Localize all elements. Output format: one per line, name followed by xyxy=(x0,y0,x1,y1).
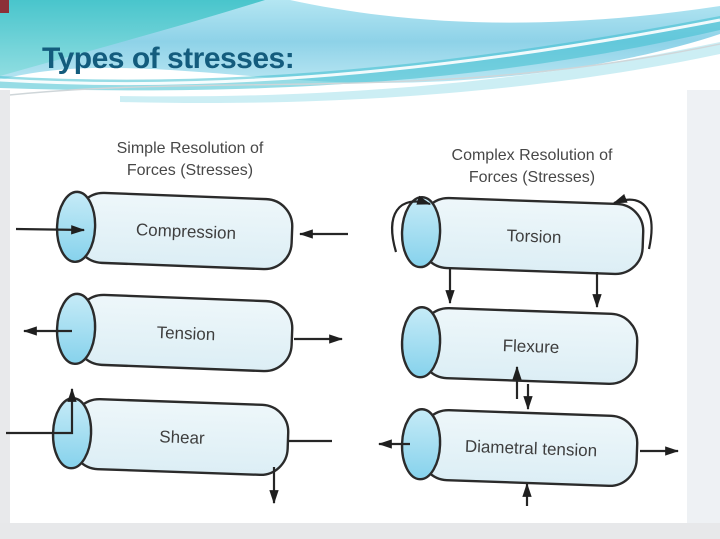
cylinder-shear: Shear xyxy=(6,387,332,505)
cylinder-label: Flexure xyxy=(502,336,559,357)
wave-light-echo xyxy=(120,42,720,104)
wave-turquoise-left xyxy=(0,0,265,76)
shear-upward-arrow-left-icon xyxy=(6,387,77,435)
cylinder-label: Compression xyxy=(136,220,237,243)
cylinder-diametral-tension: Diametral tension xyxy=(377,384,680,506)
page-title: Types of stresses: xyxy=(42,42,295,75)
wave-white-line xyxy=(0,18,720,86)
torsion-twist-arrow-right-icon xyxy=(612,193,653,250)
flexure-end-cap xyxy=(400,306,442,379)
cylinder-label: Tension xyxy=(156,323,215,344)
simple-header-line1: Simple Resolution of xyxy=(117,140,264,157)
cylinder-tension: Tension xyxy=(22,292,344,373)
cylinder-label: Shear xyxy=(159,427,205,448)
right-page-margin xyxy=(687,90,720,523)
simple-header-line2: Forces (Stresses) xyxy=(127,162,253,179)
cylinder-label: Diametral tension xyxy=(465,437,598,461)
complex-header-line1: Complex Resolution of xyxy=(452,147,614,164)
header-wave-decoration xyxy=(0,0,720,120)
wave-thin-gray-line xyxy=(0,43,720,97)
bottom-page-margin xyxy=(0,523,720,539)
cylinder-compression: Compression xyxy=(15,190,348,271)
left-page-margin xyxy=(0,90,10,523)
corner-accent xyxy=(0,0,9,13)
cylinder-torsion: Torsion xyxy=(391,193,653,276)
complex-column-header: Complex Resolution of Forces (Stresses) xyxy=(452,147,614,186)
simple-column-header: Simple Resolution of Forces (Stresses) xyxy=(117,140,264,179)
tension-end-cap xyxy=(55,292,97,366)
cylinder-label: Torsion xyxy=(506,226,561,247)
compression-inward-arrow-left-icon xyxy=(15,225,86,235)
torsion-twist-arrow-left-icon xyxy=(391,195,432,253)
stress-diagram: Simple Resolution of Forces (Stresses) C… xyxy=(0,90,720,539)
wave-white-top xyxy=(290,0,720,23)
cylinder-flexure: Flexure xyxy=(400,268,639,399)
complex-header-line2: Forces (Stresses) xyxy=(469,169,595,186)
